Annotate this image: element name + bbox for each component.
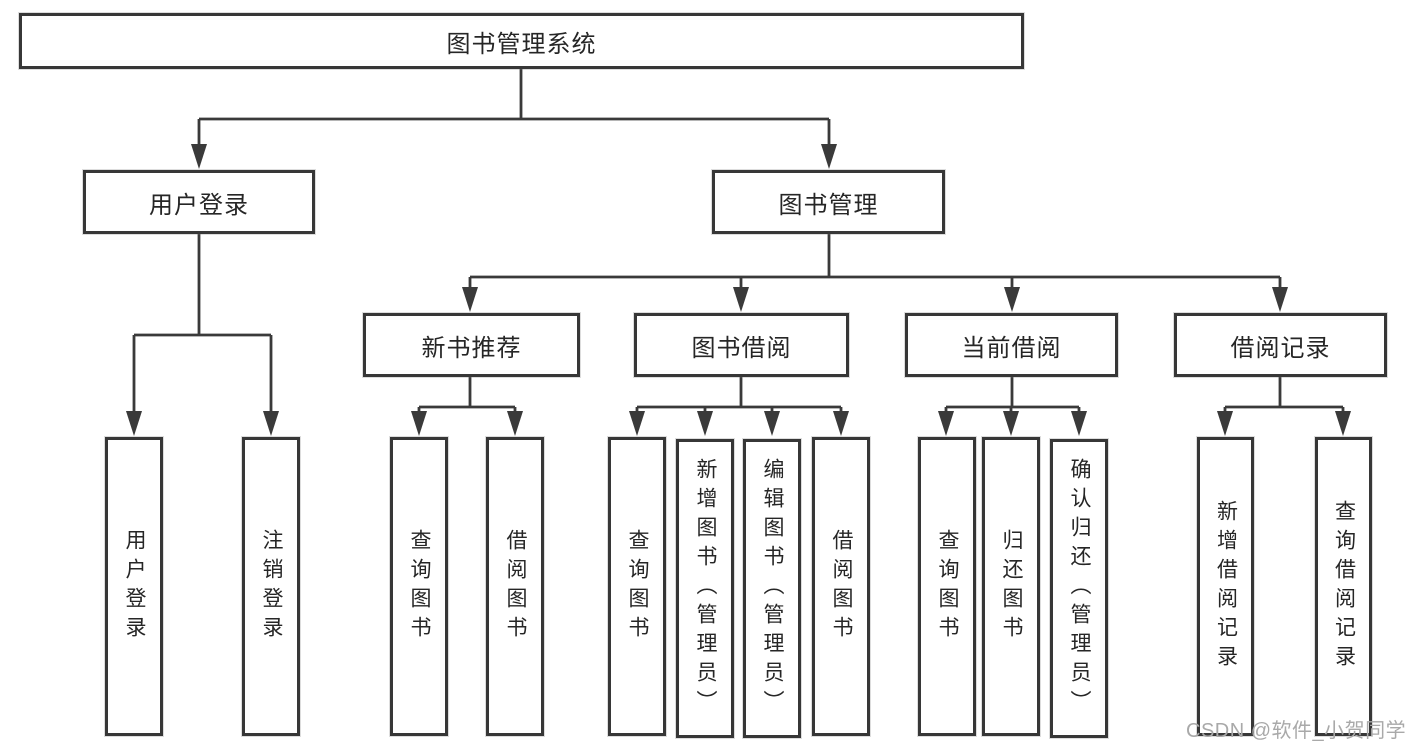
arrow-down-icon [1272, 287, 1288, 312]
arrow-down-icon [126, 411, 142, 436]
node-new-book-recommend: 新书推荐 [363, 313, 580, 377]
leaf-current-return-books: 归还图书 [982, 437, 1040, 736]
arrow-down-icon [1335, 411, 1351, 436]
leaf-records-query-record: 查询借阅记录 [1315, 437, 1372, 736]
leaf-current-confirm-return-admin-label: 确认归还（管理员） [1068, 458, 1092, 719]
arrow-down-icon [1071, 411, 1087, 436]
leaf-recommend-query-books-label: 查询图书 [408, 528, 432, 645]
node-user-login: 用户登录 [83, 170, 315, 234]
leaf-current-query-books: 查询图书 [918, 437, 976, 736]
arrow-down-icon [507, 411, 523, 436]
arrow-down-icon [821, 144, 837, 169]
node-book-management: 图书管理 [712, 170, 945, 234]
arrow-down-icon [1217, 411, 1233, 436]
arrow-down-icon [733, 287, 749, 312]
arrow-down-icon [764, 411, 780, 436]
leaf-records-add-record: 新增借阅记录 [1197, 437, 1254, 736]
leaf-recommend-borrow-books-label: 借阅图书 [504, 528, 528, 645]
node-borrow-records: 借阅记录 [1174, 313, 1387, 377]
arrow-down-icon [938, 411, 954, 436]
arrow-down-icon [462, 287, 478, 312]
leaf-records-add-record-label: 新增借阅记录 [1214, 499, 1238, 674]
leaf-user-login: 用户登录 [105, 437, 163, 736]
arrow-down-icon [191, 144, 207, 169]
leaf-recommend-borrow-books: 借阅图书 [486, 437, 544, 736]
root-node-library-system: 图书管理系统 [19, 13, 1024, 69]
arrowhead-icons [126, 144, 1351, 436]
leaf-current-return-books-label: 归还图书 [1000, 528, 1024, 645]
leaf-user-login-label: 用户登录 [123, 528, 147, 645]
leaf-borrow-add-books-admin-label: 新增图书（管理员） [694, 458, 718, 719]
leaf-borrow-edit-books-admin-label: 编辑图书（管理员） [761, 458, 785, 719]
node-book-borrow-label: 图书借阅 [691, 334, 792, 362]
leaf-records-query-record-label: 查询借阅记录 [1332, 499, 1356, 674]
leaf-borrow-borrow-books: 借阅图书 [812, 437, 870, 736]
node-current-borrow: 当前借阅 [905, 313, 1118, 377]
node-new-book-recommend-label: 新书推荐 [421, 334, 522, 362]
node-user-login-label: 用户登录 [149, 191, 249, 219]
leaf-logout: 注销登录 [242, 437, 300, 736]
arrow-down-icon [697, 411, 713, 436]
leaf-borrow-edit-books-admin: 编辑图书（管理员） [743, 439, 801, 738]
leaf-current-confirm-return-admin: 确认归还（管理员） [1050, 439, 1108, 738]
arrow-down-icon [1004, 287, 1020, 312]
arrow-down-icon [629, 411, 645, 436]
node-borrow-records-label: 借阅记录 [1230, 334, 1331, 362]
arrow-down-icon [263, 411, 279, 436]
leaf-current-query-books-label: 查询图书 [936, 528, 960, 645]
leaf-recommend-query-books: 查询图书 [390, 437, 448, 736]
root-node-label: 图书管理系统 [446, 30, 597, 58]
node-book-borrow: 图书借阅 [634, 313, 849, 377]
leaf-borrow-add-books-admin: 新增图书（管理员） [676, 439, 734, 738]
leaf-logout-label: 注销登录 [260, 528, 284, 645]
arrow-down-icon [1003, 411, 1019, 436]
leaf-borrow-borrow-books-label: 借阅图书 [830, 528, 854, 645]
arrow-down-icon [411, 411, 427, 436]
node-current-borrow-label: 当前借阅 [961, 334, 1062, 362]
leaf-borrow-query-books: 查询图书 [608, 437, 666, 736]
watermark: CSDN @软件_小贺同学 [1186, 720, 1405, 742]
node-book-management-label: 图书管理 [778, 191, 879, 219]
arrow-down-icon [833, 411, 849, 436]
leaf-borrow-query-books-label: 查询图书 [626, 528, 650, 645]
